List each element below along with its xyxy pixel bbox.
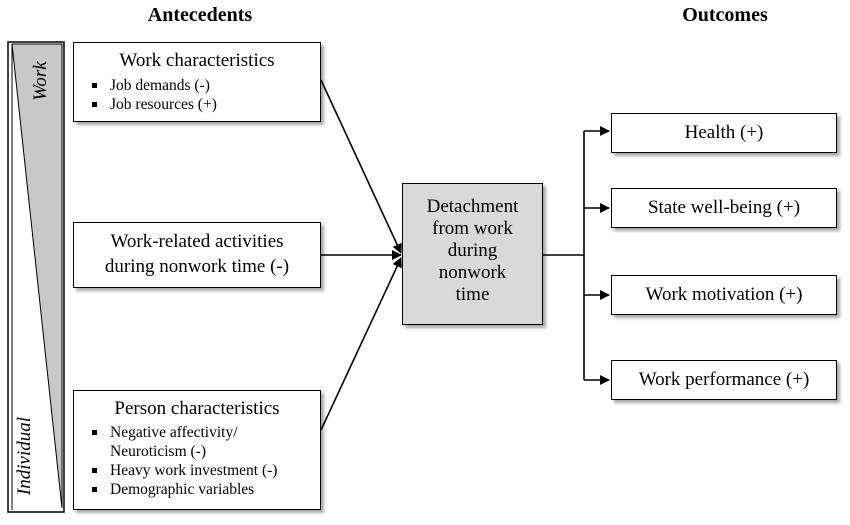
outcome-state-wellbeing-box: State well-being (+) xyxy=(611,188,837,228)
outcome-health-box: Health (+) xyxy=(611,113,837,153)
list-item: Negative affectivity/ xyxy=(92,423,320,442)
list-item: Job demands (-) xyxy=(92,76,320,95)
outcome-label: Health (+) xyxy=(684,122,764,143)
person-characteristics-box: Person characteristics Negative affectiv… xyxy=(73,390,321,510)
detachment-line: Detachment xyxy=(426,196,519,217)
wedge-gray xyxy=(11,43,63,509)
person-characteristics-title: Person characteristics xyxy=(114,398,280,419)
work-characteristics-box: Work characteristics Job demands (-) Job… xyxy=(73,42,321,122)
outcome-label: State well-being (+) xyxy=(647,197,801,218)
work-related-activities-box: Work-related activities during nonwork t… xyxy=(73,222,321,288)
list-item: Demographic variables xyxy=(92,480,320,499)
detachment-box: Detachment from work during nonwork time xyxy=(402,183,543,325)
outcome-work-motivation-box: Work motivation (+) xyxy=(611,275,837,315)
list-item: Heavy work investment (-) xyxy=(92,461,320,480)
outcome-work-performance-box: Work performance (+) xyxy=(611,360,837,400)
work-related-activities-line1: Work-related activities xyxy=(110,231,284,252)
list-item: Job resources (+) xyxy=(92,95,320,114)
arrow-work-characteristics xyxy=(320,79,402,254)
arrow-person-characteristics xyxy=(320,257,402,431)
detachment-line: time xyxy=(455,284,490,305)
wedge-individual-label: Individual xyxy=(14,416,35,496)
antecedents-header: Antecedents xyxy=(147,4,253,26)
detachment-line: from work xyxy=(432,218,513,239)
outcomes-header: Outcomes xyxy=(682,4,768,26)
work-characteristics-title: Work characteristics xyxy=(119,50,275,71)
detachment-line: during xyxy=(447,240,498,261)
detachment-line: nonwork xyxy=(438,262,507,283)
wedge-work-label: Work xyxy=(30,61,51,101)
outcome-label: Work performance (+) xyxy=(638,369,810,390)
list-item: Neuroticism (-) xyxy=(110,443,206,460)
work-related-activities-line2: during nonwork time (-) xyxy=(104,256,290,277)
outcome-label: Work motivation (+) xyxy=(645,284,803,305)
